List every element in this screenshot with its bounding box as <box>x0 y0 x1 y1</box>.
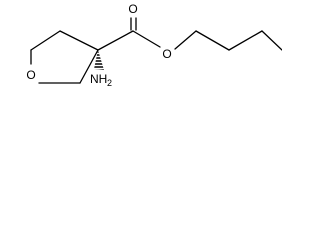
ester-oxygen-label: O <box>162 47 171 61</box>
carbonyl-oxygen-label: O <box>128 2 137 16</box>
bond-butyl-c2-c3 <box>228 30 263 51</box>
hashed-wedge-bond <box>94 51 104 70</box>
bond-carbonyl-carbon-ester-oxygen <box>132 30 161 48</box>
bond-butyl-c3-c4 <box>261 30 282 51</box>
amine-label: NH <box>90 72 107 86</box>
bond-ester-oxygen-c1 <box>174 30 197 50</box>
amine-subscript: 2 <box>107 78 112 88</box>
bond-ring-c2-c3 <box>79 49 99 84</box>
bond-ring-c3-c4 <box>59 30 99 51</box>
chemical-structure: O O O NH 2 <box>26 2 282 88</box>
bond-c3-carbonyl-carbon <box>97 30 134 51</box>
ring-oxygen-label: O <box>26 68 35 82</box>
bond-ring-c4-c5 <box>30 30 61 51</box>
bond-butyl-c1-c2 <box>195 30 230 51</box>
